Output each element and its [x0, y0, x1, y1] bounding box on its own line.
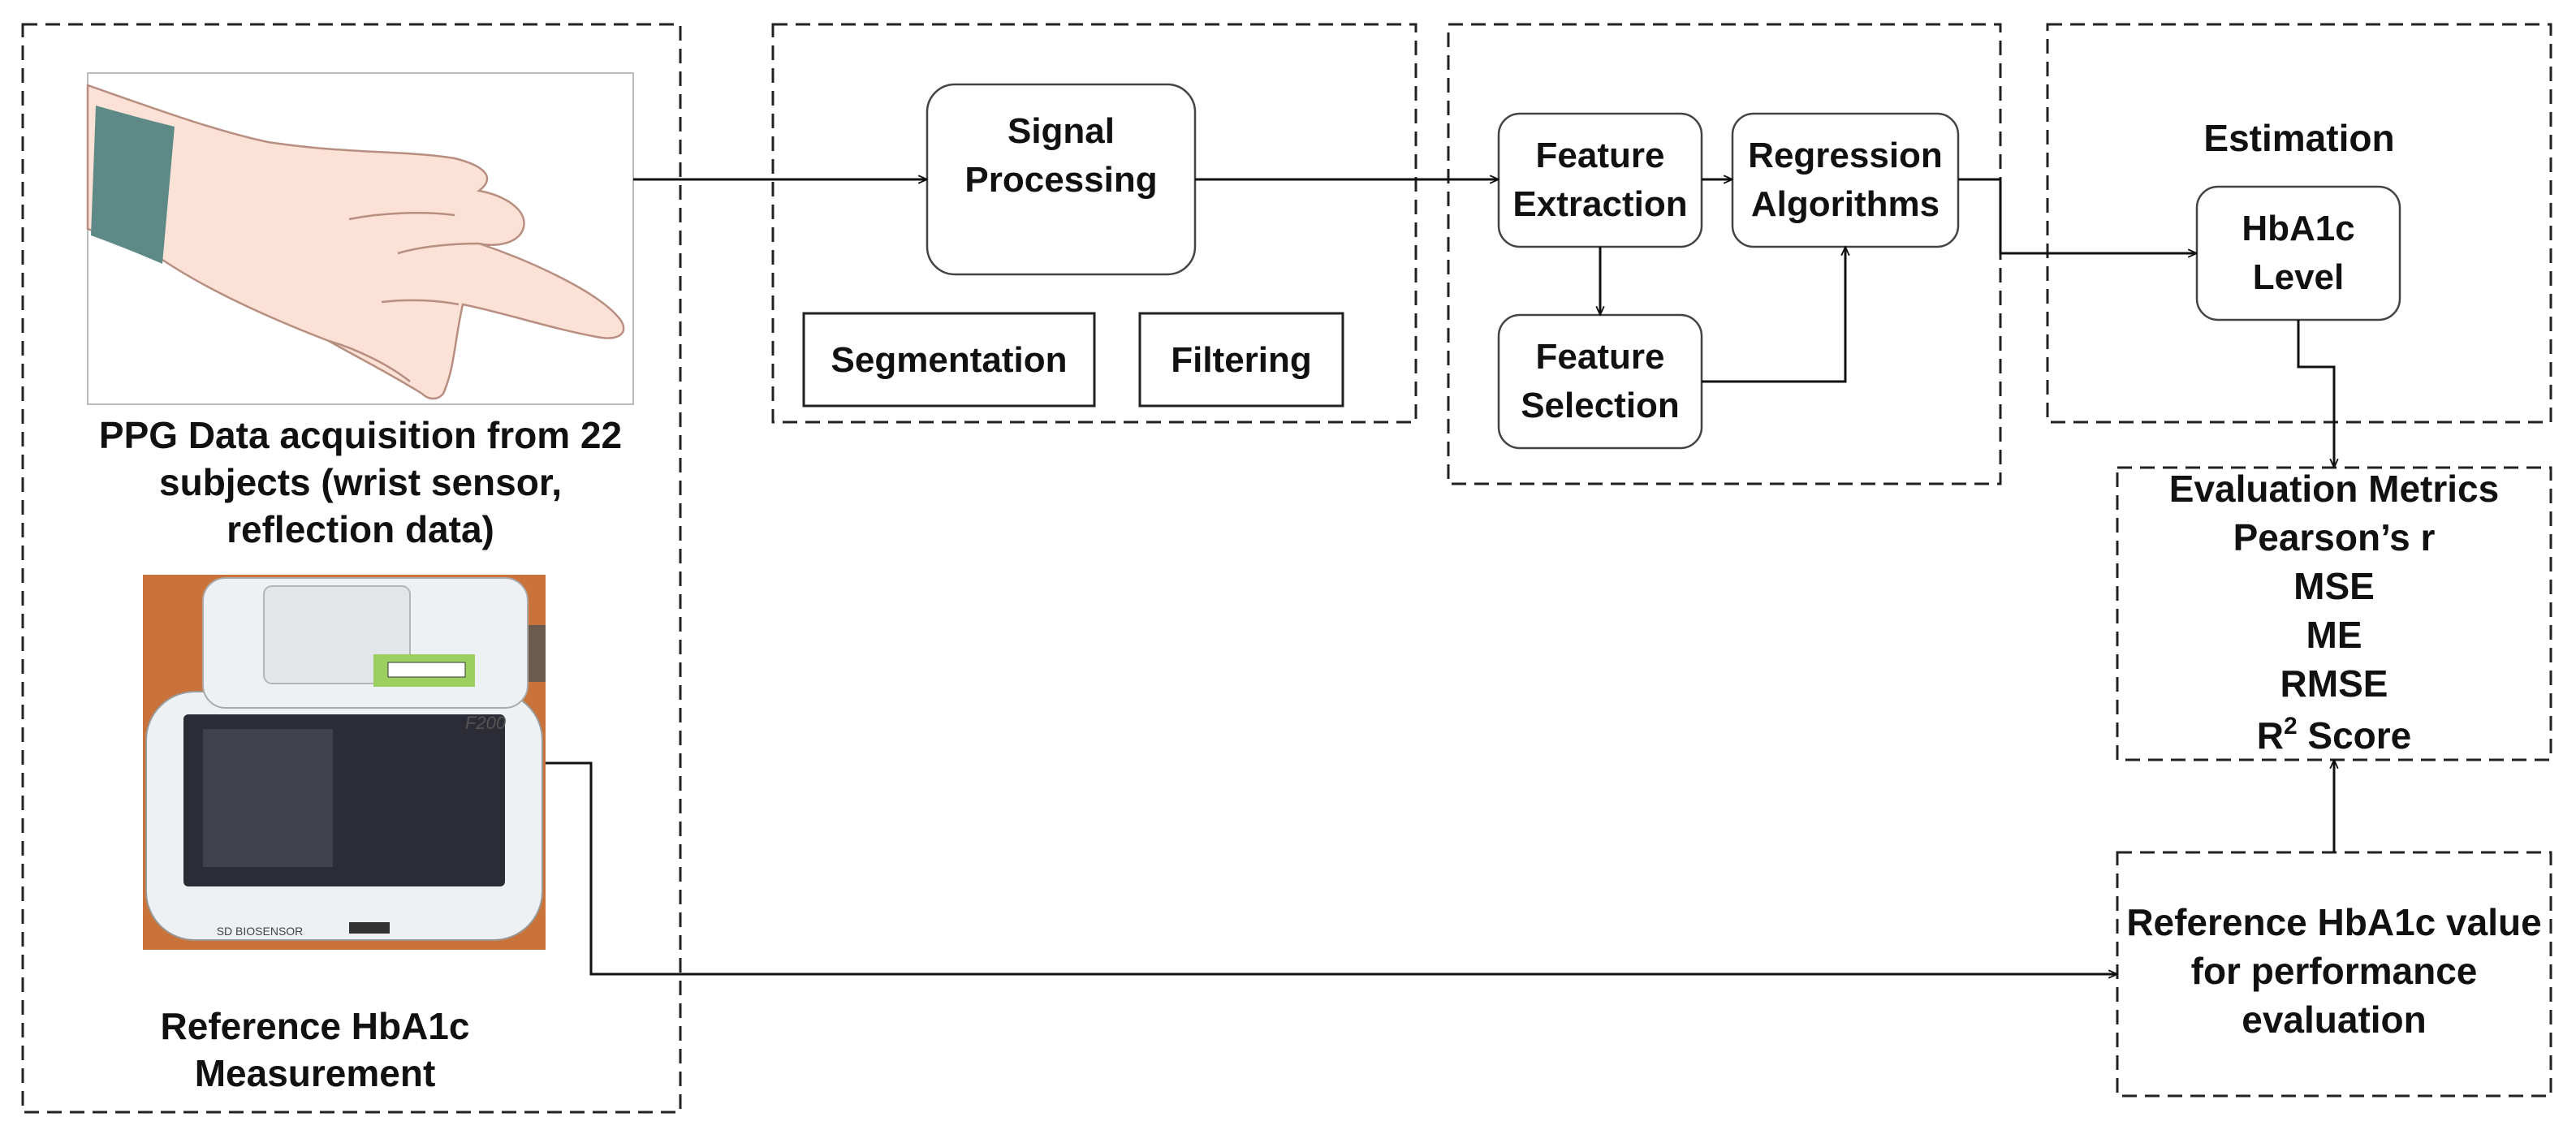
metric-rmse: RMSE: [2280, 662, 2388, 705]
thumb-line: [328, 339, 411, 382]
regression-line-1: Regression: [1748, 136, 1943, 175]
wrist-sensor-illustration: [86, 72, 634, 405]
r2-superscript: 2: [2284, 713, 2298, 740]
arrow-regression-to-hba1c: [1958, 178, 2197, 253]
reference-measurement-line-1: Reference HbA1c: [161, 1005, 470, 1047]
screen-glare: [203, 729, 333, 867]
finger-line-1: [348, 212, 455, 221]
feature-extraction-line-1: Feature: [1536, 136, 1665, 175]
estimation-group: [2046, 23, 2552, 424]
finger-line-3: [381, 299, 460, 306]
segmentation-box: [802, 312, 1096, 408]
acquisition-group: [21, 23, 682, 1114]
reference-eval-line-1: Reference HbA1c value: [2126, 901, 2541, 943]
r2-base: R: [2257, 714, 2284, 757]
filtering-box: [1138, 312, 1344, 408]
r2-rest: Score: [2298, 714, 2412, 757]
estimation-title: Estimation: [2203, 117, 2394, 159]
segmentation-label: Segmentation: [831, 340, 1068, 380]
metric-pearson: Pearson’s r: [2233, 516, 2436, 559]
signal-processing-line-2: Processing: [964, 160, 1157, 200]
feature-selection-line-2: Selection: [1521, 386, 1680, 425]
cartridge-slot: [349, 922, 390, 934]
reference-eval-line-2: for performance: [2191, 950, 2478, 992]
hba1c-level-line-2: Level: [2253, 257, 2345, 297]
hba1c-analyzer-photo: F200 SD BIOSENSOR: [143, 575, 546, 950]
wrist-band: [91, 106, 175, 264]
device-brand-label: SD BIOSENSOR: [217, 925, 304, 938]
regression-box: [1731, 112, 1960, 248]
processing-group: [771, 23, 1417, 424]
regression-line-2: Algorithms: [1751, 184, 1940, 224]
acquisition-caption-line-3: reflection data): [227, 508, 494, 550]
arrow-device-to-reference-eval: [546, 761, 2117, 974]
metric-mse: MSE: [2293, 565, 2375, 607]
barcode-lines: [387, 662, 466, 678]
hba1c-level-line-1: HbA1c: [2242, 209, 2354, 248]
signal-processing-line-1: Signal: [1008, 111, 1115, 151]
acquisition-caption-line-2: subjects (wrist sensor,: [159, 461, 562, 503]
filtering-label: Filtering: [1171, 340, 1312, 380]
feature-extraction-box: [1497, 112, 1703, 248]
feature-selection-line-1: Feature: [1536, 337, 1665, 377]
hba1c-level-box: [2195, 185, 2401, 321]
acquisition-caption-line-1: PPG Data acquisition from 22: [99, 414, 622, 456]
arrow-hba1c-to-metrics: [2297, 320, 2334, 468]
reference-eval-line-3: evaluation: [2242, 998, 2427, 1041]
finger-line-2: [397, 242, 480, 255]
feature-selection-box: [1497, 313, 1703, 450]
metric-me: ME: [2306, 614, 2362, 656]
metric-r2-score: R2 Score: [2257, 713, 2412, 757]
metrics-title: Evaluation Metrics: [2169, 468, 2499, 510]
hand-shape: [86, 84, 625, 400]
feature-extraction-line-2: Extraction: [1512, 184, 1687, 224]
reference-measurement-line-2: Measurement: [195, 1052, 436, 1094]
arrow-selection-to-regression: [1702, 247, 1845, 383]
device-model-label: F200: [465, 713, 507, 733]
